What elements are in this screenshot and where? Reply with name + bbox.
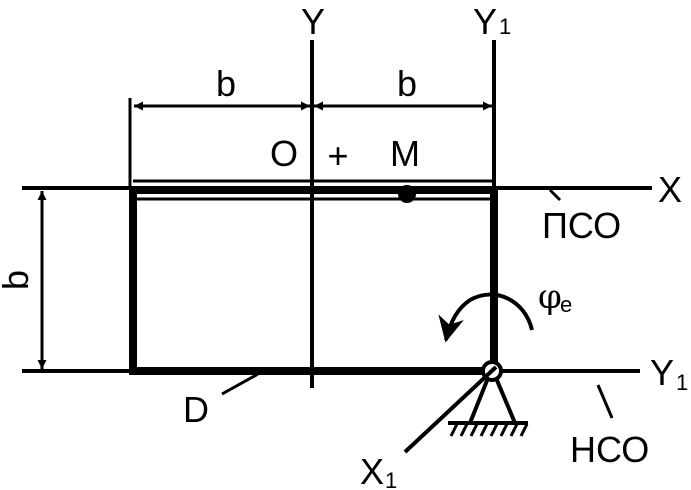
x-axis-label: X [658, 169, 682, 210]
pso-leader [548, 188, 562, 202]
phi-subscript: e [560, 292, 572, 317]
dim-vertical-label: b [0, 270, 36, 290]
nso-label: НСО [570, 429, 649, 470]
rotation-arrow [438, 292, 534, 343]
pso-label: ПСО [542, 205, 621, 246]
plate-d-label: D [183, 389, 209, 430]
dim-left-label: b [216, 63, 236, 104]
plus-mark: + [327, 135, 348, 176]
x1-axis-subscript: 1 [385, 468, 397, 490]
point-m [398, 185, 416, 203]
y1-axis-top-label: Y [473, 1, 497, 42]
x1-axis-label: X [360, 451, 384, 490]
y1-axis-top-subscript: 1 [499, 14, 511, 39]
y-axis-label: Y [301, 1, 325, 42]
plate-d [129, 186, 498, 375]
x1-axis-line [403, 365, 498, 454]
support-hatching [449, 423, 529, 437]
y1-axis-right-label: Y [650, 352, 674, 393]
y1-axis-right-subscript: 1 [676, 370, 688, 395]
nso-leader [596, 384, 614, 419]
support-left-leg [468, 377, 490, 424]
origin-label: O [270, 133, 298, 174]
support-right-leg [494, 377, 517, 424]
point-m-label: M [390, 133, 420, 174]
dim-right-label: b [397, 63, 417, 104]
plate-d-leader [221, 372, 259, 396]
phi-label: φ [538, 277, 562, 317]
